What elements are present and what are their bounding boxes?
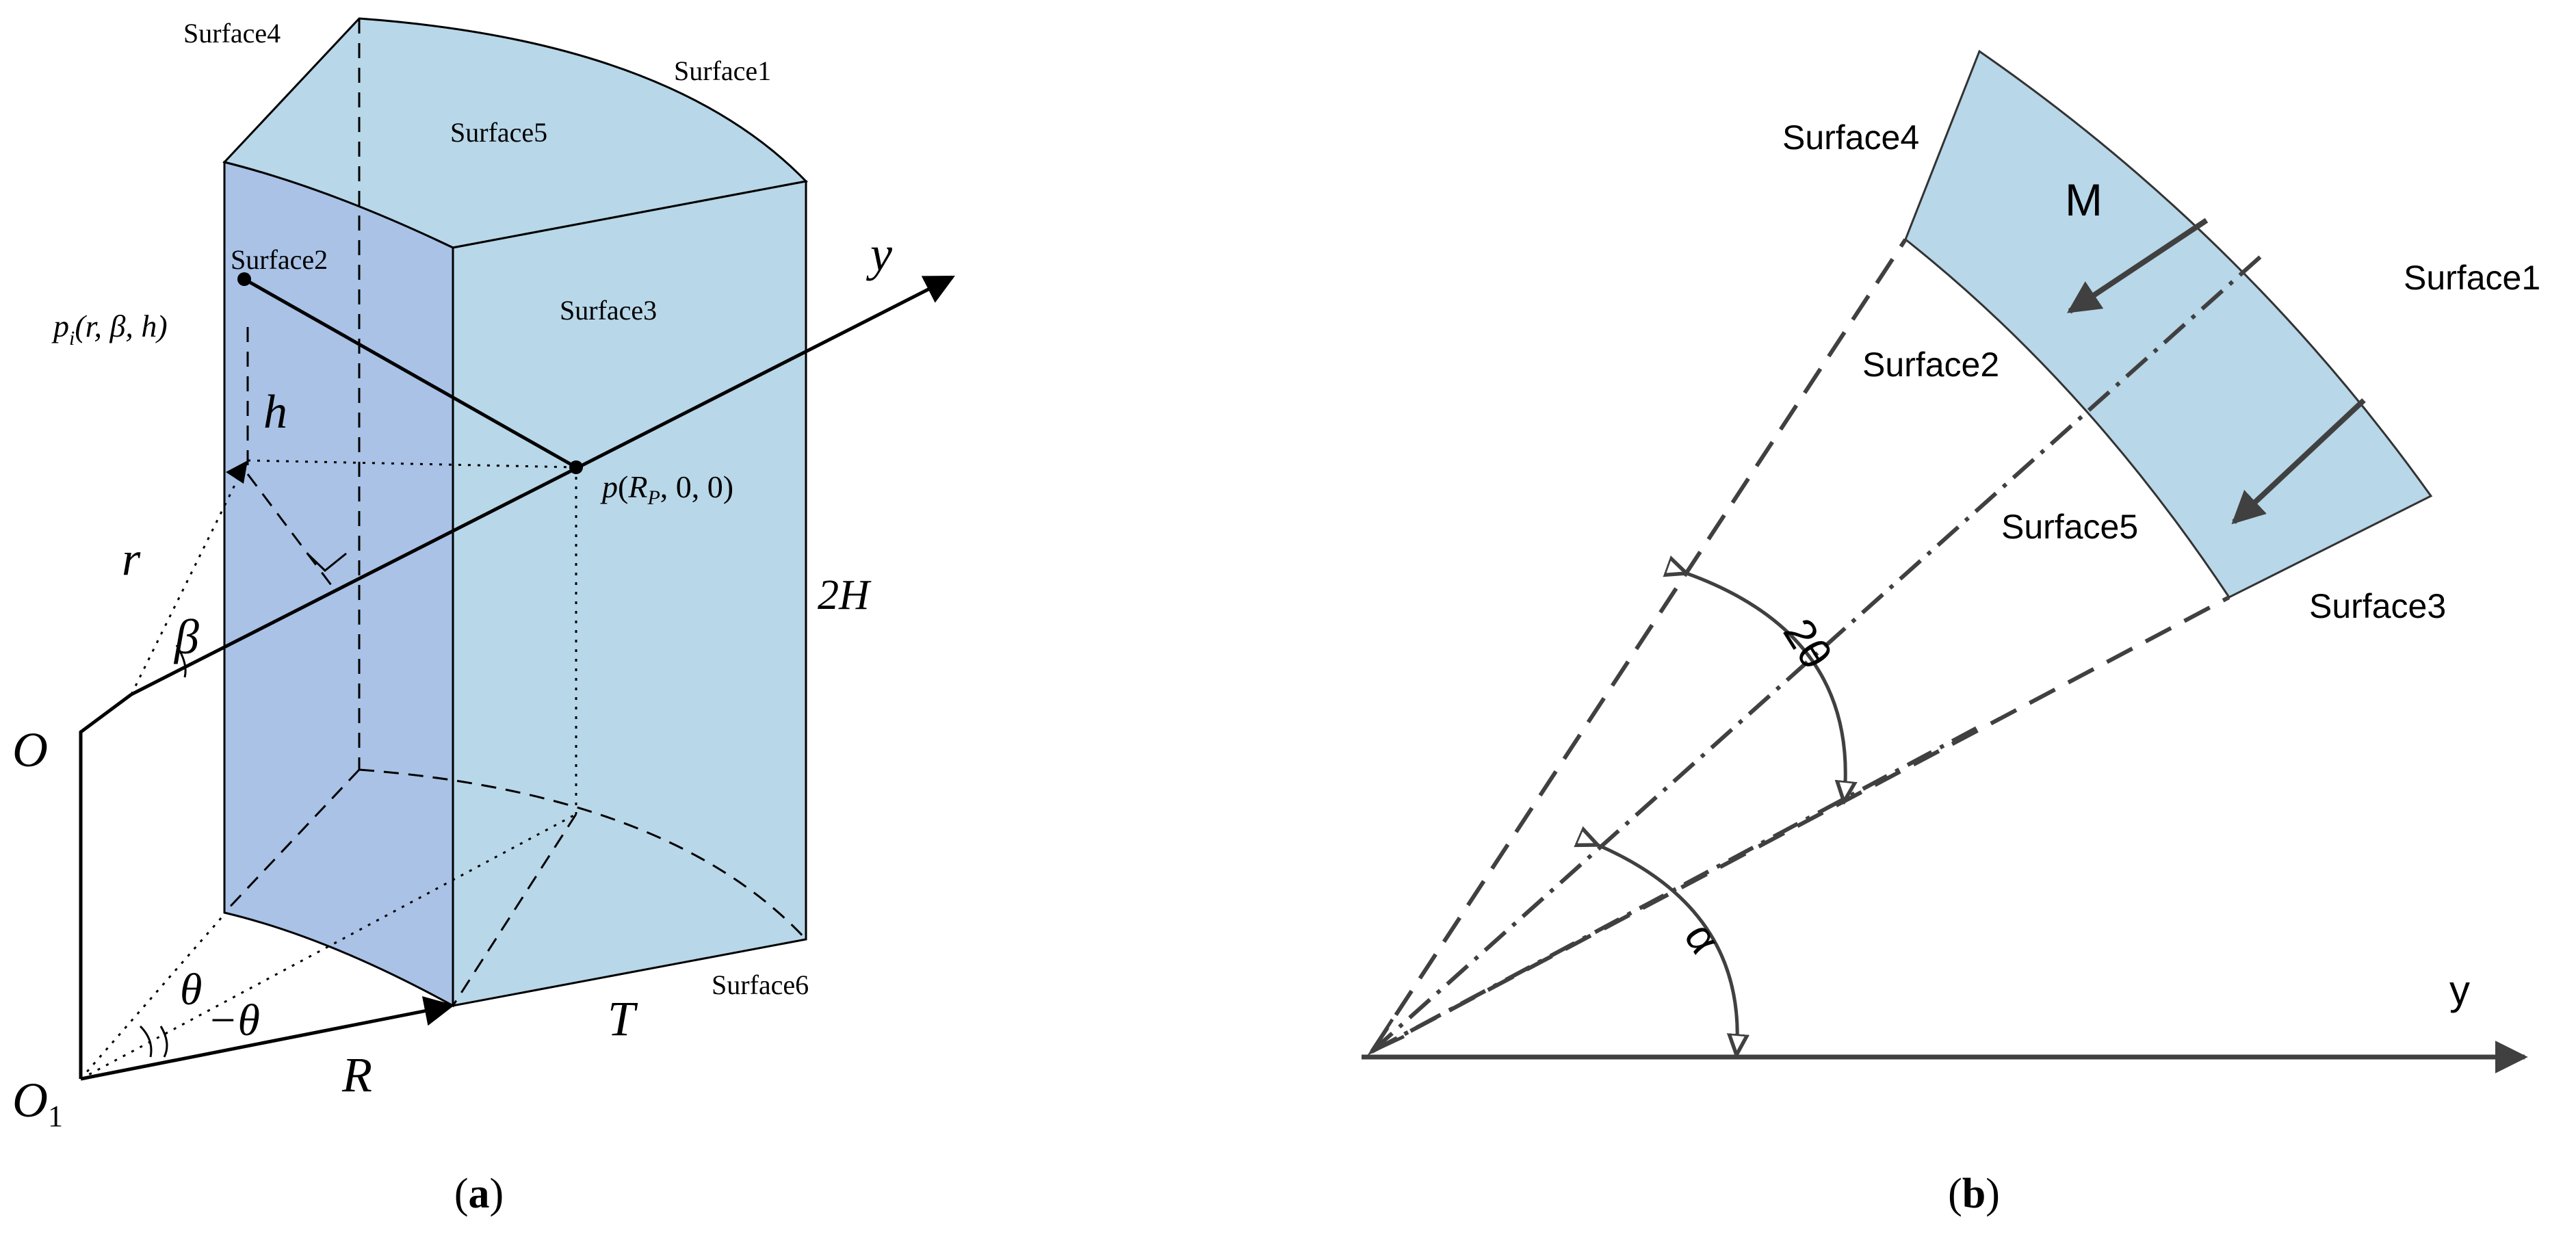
panel-a-3d-magnet-segment: Surface4 Surface1 Surface5 Surface2 Surf…	[12, 17, 955, 1217]
construction-lines	[79, 459, 577, 1080]
r-arrowhead	[226, 460, 248, 484]
two-theta-arc	[1687, 573, 1845, 802]
label-surface2-a: Surface2	[231, 244, 328, 275]
point-p-dot	[569, 460, 583, 474]
label-thickness-t: T	[608, 991, 638, 1046]
label-surface5-b: Surface5	[2001, 508, 2138, 546]
right-angle-mark	[306, 552, 347, 572]
radius-arrow	[80, 996, 455, 1081]
label-2h: 2H	[818, 572, 872, 618]
y-axis-line	[130, 275, 955, 696]
caption-a: (a)	[454, 1171, 504, 1217]
label-two-theta: 2θ	[1774, 610, 1842, 678]
angle-arcs	[139, 644, 187, 1058]
label-surface2-b: Surface2	[1862, 345, 1999, 384]
origin-arrow-tip	[1367, 1018, 1405, 1056]
caption-b: (b)	[1948, 1171, 2000, 1217]
hidden-edges	[223, 18, 807, 1006]
label-minus-theta: −θ	[207, 995, 260, 1045]
label-y-axis-a: y	[866, 226, 892, 281]
panel-b-2d-magnet-section: Surface4 Surface1 Surface2 Surface5 Surf…	[1362, 49, 2540, 1217]
point-pi-dot	[237, 272, 251, 286]
label-surface1-b: Surface1	[2404, 259, 2540, 297]
label-surface1-a: Surface1	[674, 55, 771, 86]
magnetization-arrow-2	[2231, 398, 2366, 525]
label-magnetization-m: M	[2065, 174, 2103, 225]
label-surface4-a: Surface4	[183, 18, 281, 49]
label-r: r	[122, 533, 141, 586]
solid-lines	[79, 277, 577, 1079]
label-surface3-b: Surface3	[2309, 587, 2446, 625]
magnetization-arrow-1	[2067, 218, 2209, 314]
sector-edge-lines	[1370, 238, 2230, 1054]
label-radius-r: R	[341, 1047, 372, 1102]
alpha-arc	[1598, 845, 1737, 1055]
label-beta: β	[173, 610, 199, 664]
label-surface6-a: Surface6	[712, 969, 809, 1000]
label-h: h	[263, 386, 287, 439]
label-origin-o: O	[12, 722, 48, 777]
surface3-front-face	[452, 180, 807, 1007]
magnet-sector	[1904, 49, 2433, 599]
label-y-axis-b: y	[2449, 967, 2470, 1013]
label-theta: θ	[180, 965, 202, 1015]
label-surface4-b: Surface4	[1782, 118, 1919, 157]
label-surface5-a: Surface5	[450, 117, 547, 148]
label-point-pi: pi(r, β, h)	[51, 309, 168, 350]
label-surface3-a: Surface3	[560, 295, 657, 326]
label-point-p: p(RP, 0, 0)	[600, 469, 733, 509]
label-origin-o1: O1	[12, 1073, 63, 1133]
